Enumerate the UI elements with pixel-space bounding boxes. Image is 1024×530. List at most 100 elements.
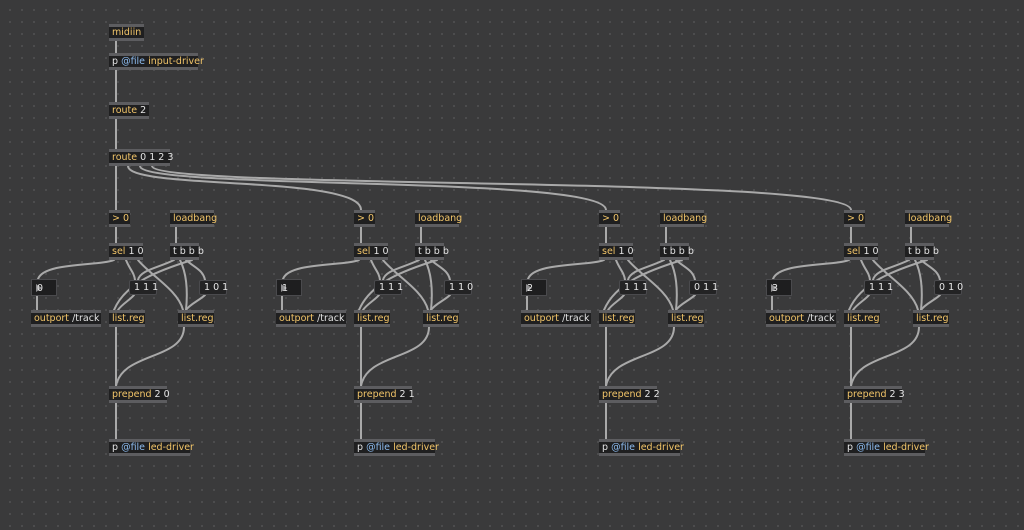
patch-cord[interactable] xyxy=(137,259,175,281)
led-driver-subpatcher[interactable]: p @file led-driver xyxy=(109,439,194,456)
greater-than-object[interactable]: > 0 xyxy=(599,210,620,227)
prepend-object[interactable]: prepend 2 1 xyxy=(354,386,415,403)
object-text: outport xyxy=(524,313,560,324)
patch-cord[interactable] xyxy=(185,294,206,311)
greater-than-object[interactable]: > 0 xyxy=(354,210,375,227)
patch-cord[interactable] xyxy=(362,294,380,311)
led-driver-subpatcher[interactable]: p @file led-driver xyxy=(599,439,684,456)
patch-cord[interactable] xyxy=(675,259,696,281)
object-text: t b b b xyxy=(663,246,694,257)
patch-cord[interactable] xyxy=(860,259,871,281)
patch-cord[interactable] xyxy=(848,259,928,311)
message-box-1[interactable]: 1 1 1 xyxy=(374,280,403,295)
patch-cord[interactable] xyxy=(127,165,362,211)
list-reg-object-left[interactable]: list.reg xyxy=(354,310,390,327)
greater-than-object[interactable]: > 0 xyxy=(844,210,865,227)
patch-cord[interactable] xyxy=(137,259,184,311)
prepend-object[interactable]: prepend 2 3 xyxy=(844,386,905,403)
input-driver-subpatcher[interactable]: p @file input-driver xyxy=(109,53,204,70)
route-2-object[interactable]: route 2 xyxy=(109,102,149,119)
track-number-box[interactable]: 0 xyxy=(31,279,57,296)
track-number-box[interactable]: 2 xyxy=(521,279,547,296)
patch-cord[interactable] xyxy=(125,259,136,281)
patch-cord[interactable] xyxy=(603,259,683,311)
list-reg-object-right[interactable]: list.reg xyxy=(423,310,459,327)
message-box-1[interactable]: 1 1 1 xyxy=(619,280,648,295)
trigger-bbb-object[interactable]: t b b b xyxy=(905,243,939,260)
outport-object[interactable]: outport /track xyxy=(276,310,346,327)
list-reg-object-left[interactable]: list.reg xyxy=(109,310,145,327)
object-text: 1 1 1 xyxy=(134,282,159,293)
message-box-1[interactable]: 1 1 1 xyxy=(129,280,159,295)
object-text: sel xyxy=(357,246,371,257)
trigger-bbb-object[interactable]: t b b b xyxy=(415,243,449,260)
patch-cord[interactable] xyxy=(115,326,185,387)
patch-cord[interactable] xyxy=(360,326,430,387)
patch-cord[interactable] xyxy=(605,326,675,387)
patch-cord[interactable] xyxy=(615,259,626,281)
patch-cord[interactable] xyxy=(430,294,451,311)
loadbang-object[interactable]: loadbang xyxy=(170,210,218,227)
patch-cord[interactable] xyxy=(627,259,674,311)
sel-object[interactable]: sel 1 0 xyxy=(109,243,144,260)
sel-object[interactable]: sel 1 0 xyxy=(354,243,389,260)
prepend-object[interactable]: prepend 2 2 xyxy=(599,386,660,403)
patch-cord[interactable] xyxy=(772,259,850,280)
patch-cord[interactable] xyxy=(37,259,115,280)
list-reg-object-right[interactable]: list.reg xyxy=(668,310,704,327)
patch-cord[interactable] xyxy=(607,294,625,311)
message-box-2[interactable]: 1 1 0 xyxy=(444,280,473,295)
outport-object[interactable]: outport /track xyxy=(766,310,836,327)
trigger-bbb-object[interactable]: t b b b xyxy=(660,243,694,260)
loadbang-object[interactable]: loadbang xyxy=(415,210,462,227)
message-box-2[interactable]: 0 1 0 xyxy=(934,280,963,295)
patch-cord[interactable] xyxy=(852,294,870,311)
patch-cord[interactable] xyxy=(151,165,852,211)
led-driver-subpatcher[interactable]: p @file led-driver xyxy=(354,439,439,456)
object-text: loadbang xyxy=(173,213,218,224)
list-reg-object-left[interactable]: list.reg xyxy=(844,310,880,327)
patch-cord[interactable] xyxy=(382,259,420,281)
patch-cord[interactable] xyxy=(430,259,451,281)
sel-object[interactable]: sel 1 0 xyxy=(844,243,879,260)
message-box-2[interactable]: 1 0 1 xyxy=(199,280,228,295)
trigger-bbb-object[interactable]: t b b b xyxy=(170,243,204,260)
list-reg-object-left[interactable]: list.reg xyxy=(599,310,635,327)
sel-object[interactable]: sel 1 0 xyxy=(599,243,634,260)
message-box-1[interactable]: 1 1 1 xyxy=(864,280,893,295)
led-driver-subpatcher[interactable]: p @file led-driver xyxy=(844,439,929,456)
outport-object[interactable]: outport /track xyxy=(31,310,101,327)
patch-cord[interactable] xyxy=(872,259,910,281)
patch-cord[interactable] xyxy=(527,259,605,280)
message-box-2[interactable]: 0 1 1 xyxy=(689,280,718,295)
patch-cord[interactable] xyxy=(370,259,381,281)
patch-cord[interactable] xyxy=(358,259,438,311)
patch-cord[interactable] xyxy=(185,259,206,281)
route-0123-object[interactable]: route 0 1 2 3 xyxy=(109,149,173,166)
patch-cord[interactable] xyxy=(920,294,941,311)
patch-cord[interactable] xyxy=(675,294,696,311)
list-reg-object-right[interactable]: list.reg xyxy=(178,310,214,327)
prepend-object[interactable]: prepend 2 0 xyxy=(109,386,170,403)
loadbang-object[interactable]: loadbang xyxy=(660,210,707,227)
patch-cord[interactable] xyxy=(139,165,607,211)
track-number-box[interactable]: 1 xyxy=(276,279,302,296)
object-text: p xyxy=(357,442,364,453)
patch-cord[interactable] xyxy=(850,326,920,387)
loadbang-object[interactable]: loadbang xyxy=(905,210,952,227)
patch-cord[interactable] xyxy=(282,259,360,280)
track-number-box[interactable]: 3 xyxy=(766,279,792,296)
outport-object[interactable]: outport /track xyxy=(521,310,591,327)
patch-cord[interactable] xyxy=(113,259,193,311)
patch-cord[interactable] xyxy=(627,259,665,281)
midiin-object[interactable]: midiin xyxy=(109,24,144,41)
patch-cord[interactable] xyxy=(382,259,429,311)
patch-cord[interactable] xyxy=(920,259,941,281)
list-reg-object-right[interactable]: list.reg xyxy=(913,310,949,327)
greater-than-object[interactable]: > 0 xyxy=(109,210,130,227)
patch-cord[interactable] xyxy=(117,294,135,311)
patch-cord[interactable] xyxy=(872,259,919,311)
object-text: list.reg xyxy=(357,313,390,324)
